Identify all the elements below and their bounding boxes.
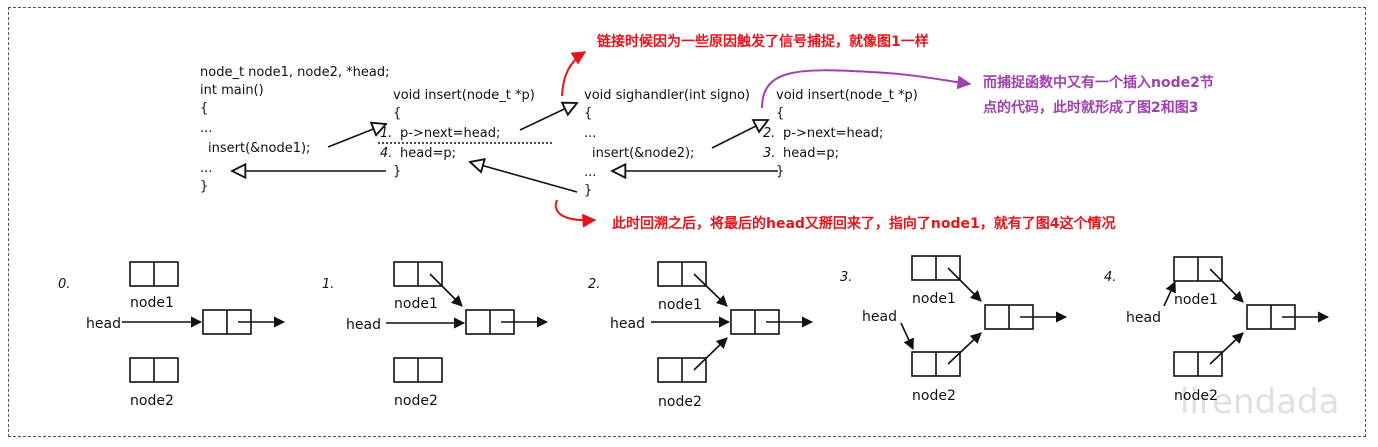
node1-label: node1 xyxy=(130,295,174,311)
code-line: head=p; xyxy=(783,146,839,161)
code-line: ... xyxy=(200,121,212,136)
diagram-step-number: 3. xyxy=(840,270,852,285)
code-line: p->next=head; xyxy=(400,126,500,141)
linked-list-diagram-0: 0. node1 head node2 xyxy=(58,261,286,409)
diagram-step-number: 4. xyxy=(1104,270,1116,285)
annotation-signal: 链接时候因为一些原因触发了信号捕捉，就像图1一样 xyxy=(597,33,929,50)
purple-curve-arrow xyxy=(761,69,972,109)
code-main: node_t node1, node2, *head; int main() {… xyxy=(200,65,389,194)
code-insert-1: void insert(node_t *p) { 1. p->next=head… xyxy=(378,88,552,179)
code-line: void insert(node_t *p) xyxy=(393,88,535,103)
step-number: 2. xyxy=(763,126,775,141)
watermark-text: lirendada xyxy=(1180,382,1339,422)
head-pointer xyxy=(1163,280,1176,307)
head-label: head xyxy=(610,316,645,332)
annotation-backtrack: 此时回溯之后，将最后的head又掰回来了，指向了node1，就有了图4这个情况 xyxy=(612,215,1116,232)
head-label: head xyxy=(346,317,381,333)
diagram-step-number: 1. xyxy=(322,277,334,292)
diagram-frame xyxy=(8,7,1366,437)
node2-next-pointer xyxy=(693,337,728,371)
linked-list-diagram-2: 2. node1 head node2 xyxy=(588,261,814,410)
code-line: } xyxy=(584,183,592,198)
code-line: ... xyxy=(584,126,596,141)
node2-next-pointer xyxy=(947,332,982,365)
annotation-handler-1: 而捕捉函数中又有一个插入node2节 xyxy=(983,74,1214,91)
code-line: insert(&node2); xyxy=(592,146,694,161)
red-curve-arrow xyxy=(561,51,587,97)
step-number: 4. xyxy=(380,146,392,161)
handler-return-arrow xyxy=(470,162,578,193)
annotation-handler-2: 点的代码，此时就形成了图2和图3 xyxy=(983,99,1198,116)
flow-arrows xyxy=(232,103,778,193)
code-insert-2: void insert(node_t *p) { 2. p->next=head… xyxy=(763,88,918,179)
code-line: ... xyxy=(200,161,212,176)
code-line: insert(&node1); xyxy=(208,141,310,156)
linked-list-diagram-1: 1. node1 head node2 xyxy=(322,261,549,409)
head-label: head xyxy=(862,309,897,325)
head-pointer xyxy=(900,322,914,351)
head-label: head xyxy=(86,316,121,332)
call-arrow xyxy=(711,120,768,149)
code-line: p->next=head; xyxy=(783,126,883,141)
node1-label: node1 xyxy=(658,297,702,313)
code-line: head=p; xyxy=(400,146,456,161)
node2-label: node2 xyxy=(130,393,174,409)
signal-arrow xyxy=(519,103,577,131)
node1-label: node1 xyxy=(912,291,956,307)
code-line: { xyxy=(200,101,208,116)
red-curve-arrow xyxy=(554,199,597,228)
linked-list-diagram-3: 3. node1 head node2 xyxy=(840,255,1068,404)
node2-next-pointer xyxy=(1209,332,1244,365)
node2-label: node2 xyxy=(912,388,956,404)
node1-next-pointer xyxy=(429,273,463,307)
step-number: 3. xyxy=(763,146,775,161)
code-line: void sighandler(int signo) xyxy=(584,88,750,103)
node1-label: node1 xyxy=(1174,292,1218,308)
head-label: head xyxy=(1126,310,1161,326)
code-line: } xyxy=(393,164,401,179)
diagram-step-number: 0. xyxy=(58,277,70,292)
code-line: { xyxy=(776,106,784,121)
annotations: 链接时候因为一些原因触发了信号捕捉，就像图1一样 而捕捉函数中又有一个插入nod… xyxy=(554,33,1214,232)
code-line: { xyxy=(393,106,401,121)
code-sighandler: void sighandler(int signo) { ... insert(… xyxy=(584,88,750,198)
linked-list-diagram-4: 4. node1 head node2 xyxy=(1104,256,1330,404)
node1-next-pointer xyxy=(947,267,982,302)
code-line: { xyxy=(584,106,592,121)
code-line: node_t node1, node2, *head; xyxy=(200,65,389,80)
node2-label: node2 xyxy=(1174,388,1218,404)
node1-label: node1 xyxy=(394,296,438,312)
code-line: void insert(node_t *p) xyxy=(776,88,918,103)
code-line: } xyxy=(200,179,208,194)
code-line: int main() xyxy=(200,83,264,98)
diagram-step-number: 2. xyxy=(588,277,600,292)
code-line: } xyxy=(776,164,784,179)
code-line: ... xyxy=(584,165,596,180)
node1-next-pointer xyxy=(1209,268,1244,303)
node1-next-pointer xyxy=(693,273,728,307)
call-arrow xyxy=(327,124,386,148)
node2-label: node2 xyxy=(394,393,438,409)
step-number: 1. xyxy=(380,126,392,141)
node2-label: node2 xyxy=(658,394,702,410)
